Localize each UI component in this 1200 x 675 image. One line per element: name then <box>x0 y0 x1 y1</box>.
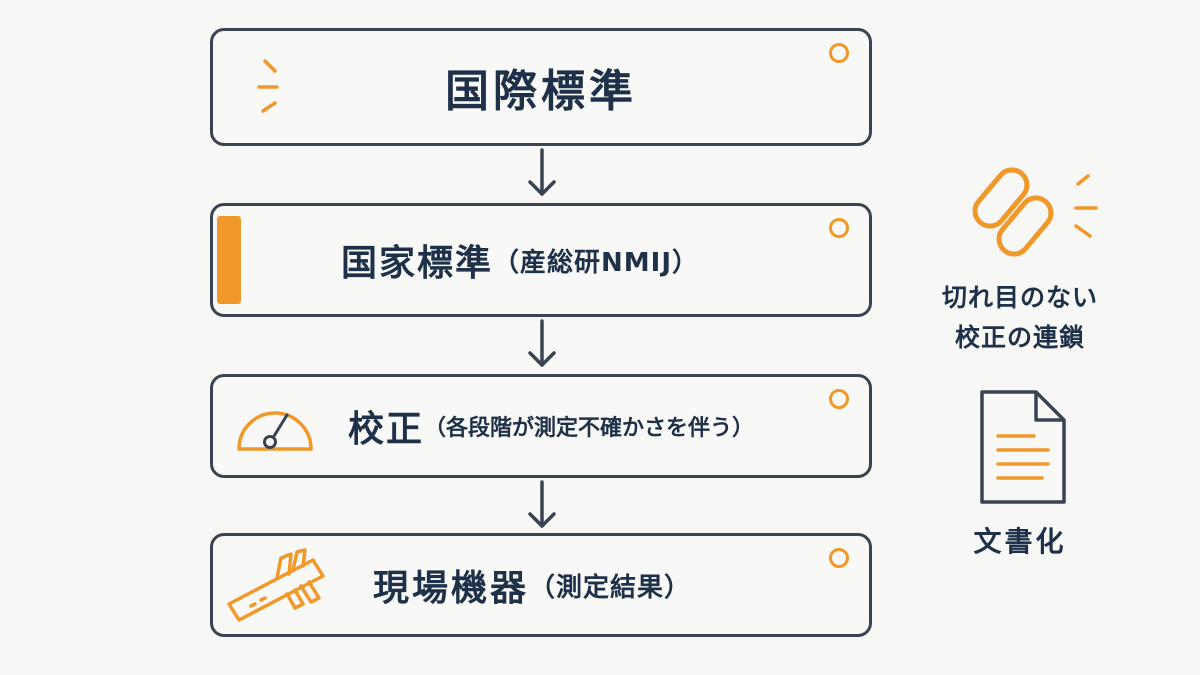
chain-caption: 切れ目のない 校正の連鎖 <box>900 278 1140 358</box>
corner-dot-icon <box>829 389 849 409</box>
sparkle-icon <box>257 59 279 113</box>
document-caption: 文書化 <box>973 525 1067 558</box>
step-calibration: 校正 （各段階が測定不確かさを伴う） <box>210 374 872 478</box>
arrow-down-icon <box>528 148 556 196</box>
step-title: 国際標準 <box>213 31 869 143</box>
step-subtitle: （産総研NMIJ） <box>493 247 699 278</box>
gauge-icon <box>237 411 313 451</box>
corner-dot-icon <box>829 548 849 568</box>
arrow-down-icon <box>528 480 556 528</box>
step-international-standard: 国際標準 <box>210 28 872 146</box>
chain-caption-line1: 切れ目のない <box>941 283 1098 312</box>
step-title: 国家標準 （産総研NMIJ） <box>341 206 699 314</box>
chain-caption-line2: 校正の連鎖 <box>954 323 1085 352</box>
step-subtitle: （測定結果） <box>529 572 692 603</box>
corner-dot-icon <box>829 43 849 63</box>
step-subtitle: （各段階が測定不確かさを伴う） <box>424 416 755 441</box>
accent-bar <box>217 216 241 304</box>
step-title-main: 国際標準 <box>445 66 637 117</box>
step-title-main: 校正 <box>348 409 425 450</box>
step-title-main: 現場機器 <box>373 568 530 609</box>
corner-dot-icon <box>829 218 849 238</box>
step-title-main: 国家標準 <box>341 243 494 284</box>
step-title: 現場機器 （測定結果） <box>373 536 691 634</box>
caliper-icon <box>227 548 325 622</box>
document-icon <box>980 390 1066 504</box>
chain-link-icon <box>972 167 1098 257</box>
step-field-instrument: 現場機器 （測定結果） <box>210 533 872 637</box>
step-title: 校正 （各段階が測定不確かさを伴う） <box>348 377 754 475</box>
step-national-standard: 国家標準 （産総研NMIJ） <box>210 203 872 317</box>
arrow-down-icon <box>528 319 556 367</box>
